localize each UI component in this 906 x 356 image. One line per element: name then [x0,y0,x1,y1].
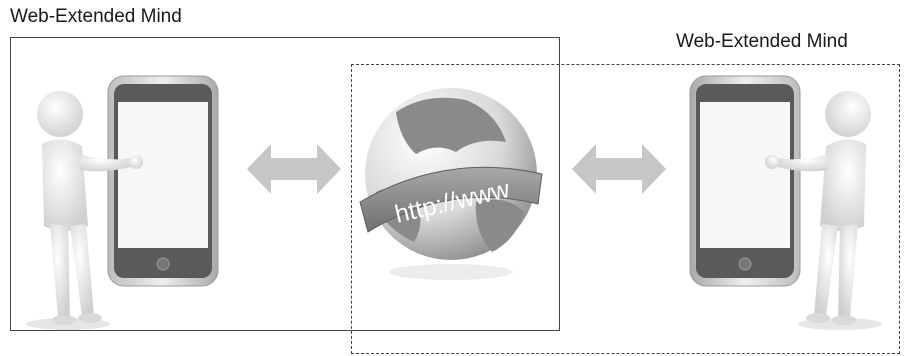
phone-icon [690,76,800,286]
right-group-label: Web-Extended Mind [676,31,848,53]
left-group-label: Web-Extended Mind [10,6,182,28]
left-person-phone-icon [28,66,228,336]
right-person-phone-icon [680,66,880,336]
right-double-arrow-icon [572,144,666,194]
phone-icon [108,76,218,286]
globe-icon: http://www [356,82,546,282]
left-double-arrow-icon [247,144,341,194]
